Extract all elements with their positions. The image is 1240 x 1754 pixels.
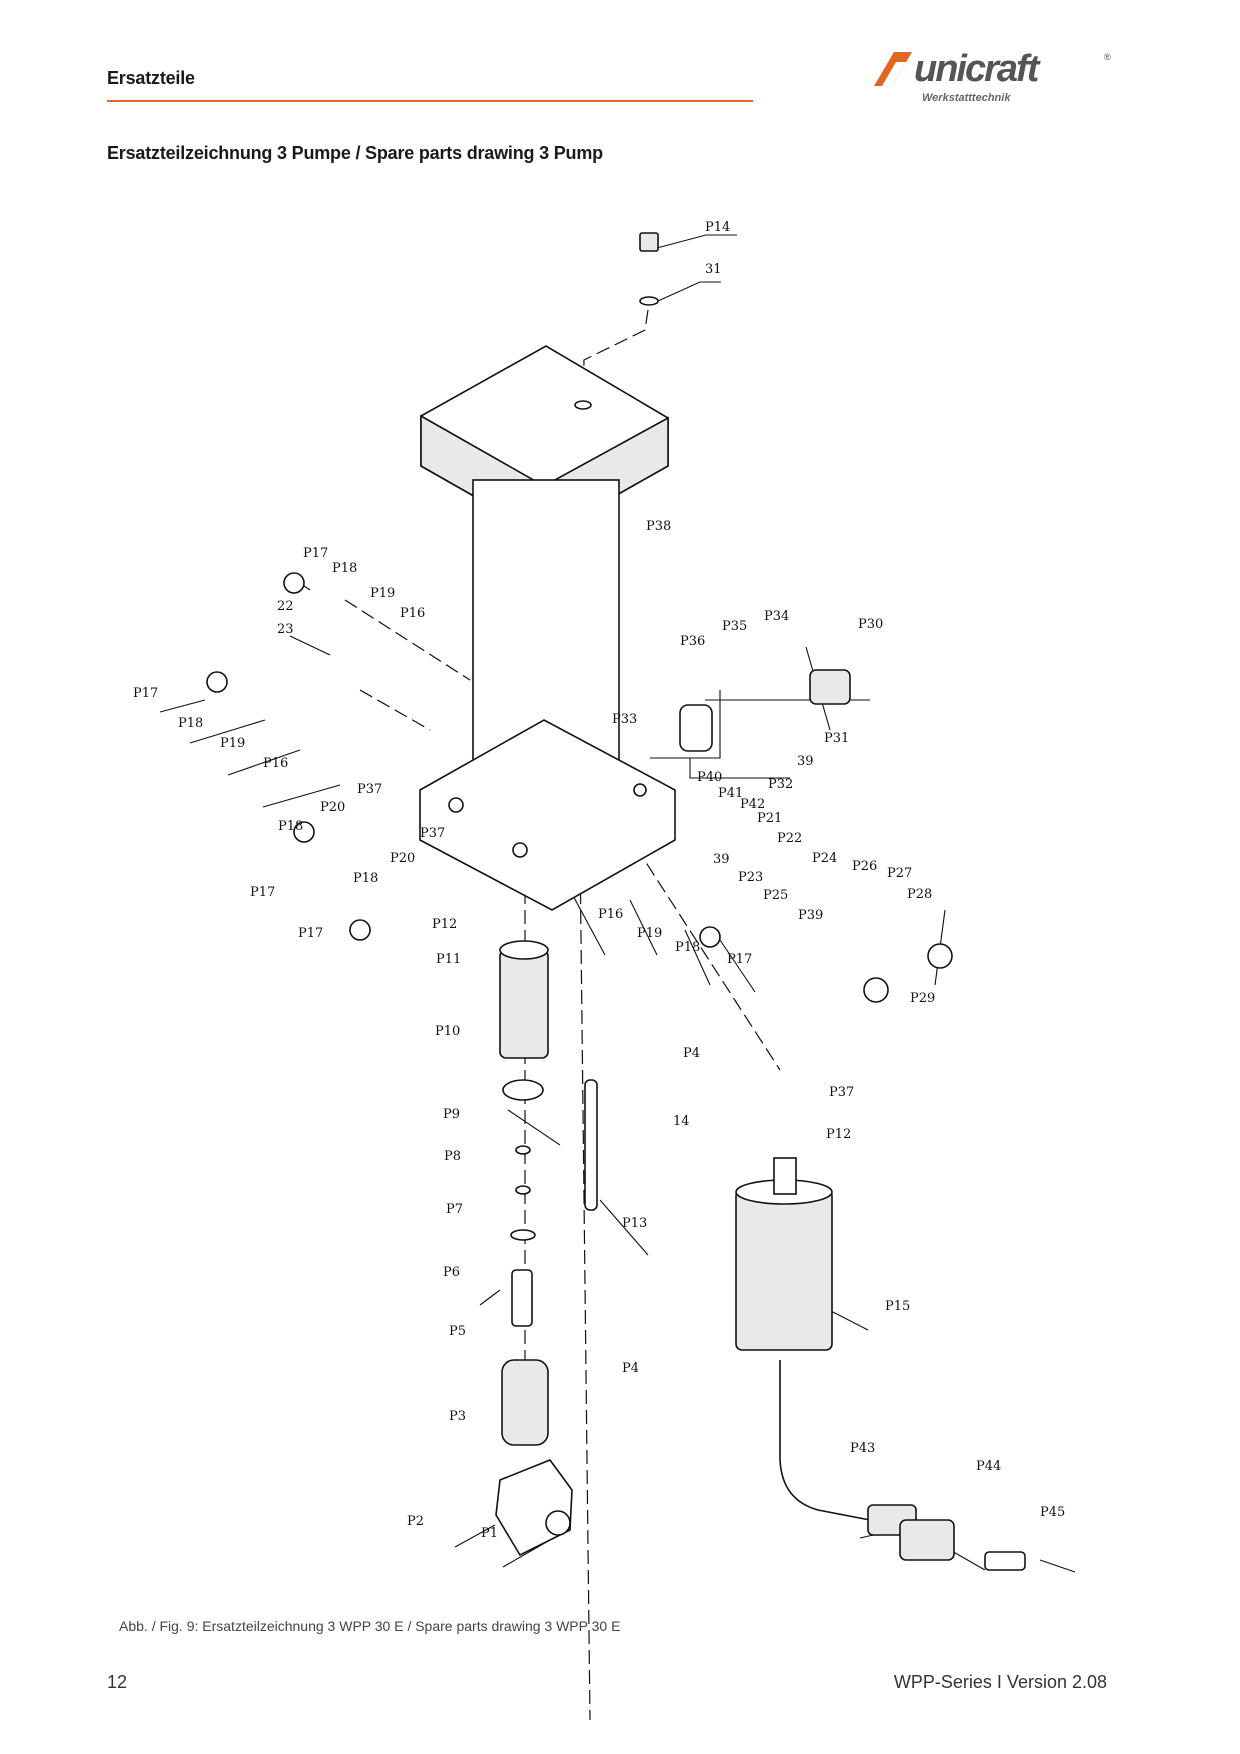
label-p19: P19 — [370, 586, 395, 601]
label-p3: P3 — [449, 1409, 466, 1424]
label-p33: P33 — [612, 712, 637, 727]
label-p40: P40 — [697, 770, 722, 785]
label-p37: P37 — [357, 782, 382, 797]
brand-name: unicraft — [914, 48, 1039, 90]
label-p35: P35 — [722, 619, 747, 634]
label-p18-d: P18 — [353, 871, 378, 886]
label-p7: P7 — [446, 1202, 463, 1217]
brand-logo: unicraft ® Werkstatttechnik — [872, 48, 1112, 112]
label-p4-b: P4 — [622, 1361, 639, 1376]
drawing-parts — [206, 232, 1026, 1571]
label-p38: P38 — [646, 519, 671, 534]
label-p37-b: P37 — [420, 826, 445, 841]
label-p18-b: P18 — [178, 716, 203, 731]
label-p17-b: P17 — [133, 686, 158, 701]
label-23: 23 — [277, 622, 294, 637]
label-p17-e: P17 — [727, 952, 752, 967]
label-p20: P20 — [320, 800, 345, 815]
label-p18-c: P18 — [278, 819, 303, 834]
brand-reg-mark: ® — [1104, 52, 1111, 62]
label-p32: P32 — [768, 777, 793, 792]
label-p39: P39 — [798, 908, 823, 923]
header-rule — [107, 100, 753, 102]
label-p2: P2 — [407, 1514, 424, 1529]
label-p12-b: P12 — [826, 1127, 851, 1142]
label-p31: P31 — [824, 731, 849, 746]
label-p1: P1 — [481, 1526, 498, 1541]
brand-tagline: Werkstatttechnik — [922, 92, 1011, 104]
label-22: 22 — [277, 599, 294, 614]
label-p26: P26 — [852, 859, 877, 874]
label-p24: P24 — [812, 851, 837, 866]
part-labels: P14 31 P38 P17 P18 P19 P16 22 23 P17 P18… — [133, 220, 1065, 1541]
label-p18-e: P18 — [675, 940, 700, 955]
label-p13: P13 — [622, 1216, 647, 1231]
label-p18: P18 — [332, 561, 357, 576]
label-p11: P11 — [436, 952, 461, 967]
label-p12: P12 — [432, 917, 457, 932]
label-14: 14 — [673, 1114, 690, 1129]
label-p8: P8 — [444, 1149, 461, 1164]
label-p23: P23 — [738, 870, 763, 885]
label-p45: P45 — [1040, 1505, 1065, 1520]
label-p17-d: P17 — [298, 926, 323, 941]
label-p20-b: P20 — [390, 851, 415, 866]
label-p5: P5 — [449, 1324, 466, 1339]
label-p27: P27 — [887, 866, 912, 881]
label-p15: P15 — [885, 1299, 910, 1314]
label-p6: P6 — [443, 1265, 460, 1280]
figure-caption: Abb. / Fig. 9: Ersatzteilzeichnung 3 WPP… — [119, 1618, 621, 1634]
label-p43: P43 — [850, 1441, 875, 1456]
label-p28: P28 — [907, 887, 932, 902]
label-p4: P4 — [683, 1046, 700, 1061]
label-p16: P16 — [400, 606, 425, 621]
label-p9: P9 — [443, 1107, 460, 1122]
label-p22: P22 — [777, 831, 802, 846]
label-p17-c: P17 — [250, 885, 275, 900]
label-39: 39 — [797, 754, 814, 769]
section-title: Ersatzteile — [107, 68, 195, 88]
document-version: WPP-Series I Version 2.08 — [893, 1672, 1107, 1692]
label-p14: P14 — [705, 220, 730, 235]
label-31: 31 — [705, 262, 722, 277]
label-p34: P34 — [764, 609, 789, 624]
label-39-b: 39 — [713, 852, 730, 867]
label-p16-c: P16 — [598, 907, 623, 922]
label-p25: P25 — [763, 888, 788, 903]
label-p30: P30 — [858, 617, 883, 632]
label-p19-b: P19 — [220, 736, 245, 751]
label-p19-c: P19 — [637, 926, 662, 941]
label-p29: P29 — [910, 991, 935, 1006]
label-p37-c: P37 — [829, 1085, 854, 1100]
label-p44: P44 — [976, 1459, 1001, 1474]
label-p17: P17 — [303, 546, 328, 561]
page-number: 12 — [107, 1672, 128, 1692]
label-p36: P36 — [680, 634, 705, 649]
label-p41: P41 — [718, 786, 743, 801]
drawing-title: Ersatzteilzeichnung 3 Pumpe / Spare part… — [107, 143, 603, 163]
label-p42: P42 — [740, 797, 765, 812]
logo-mark-icon — [874, 52, 912, 86]
label-p10: P10 — [435, 1024, 460, 1039]
label-p21: P21 — [757, 811, 782, 826]
label-p16-b: P16 — [263, 756, 288, 771]
